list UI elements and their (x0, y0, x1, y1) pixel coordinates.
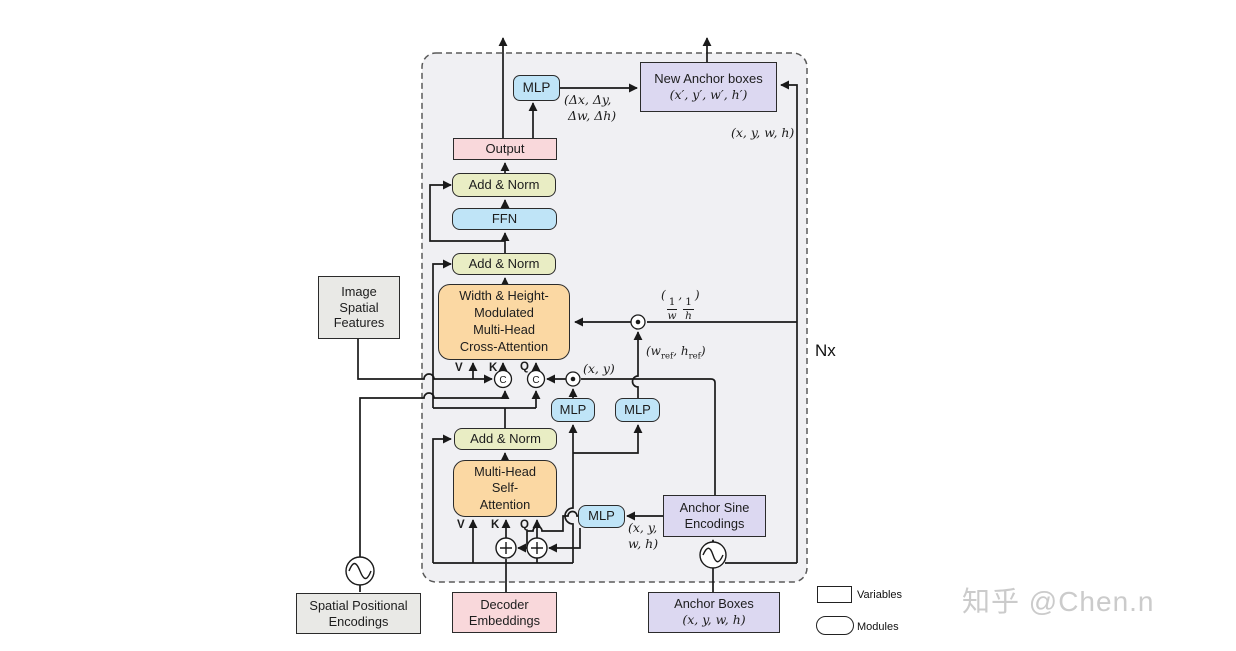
svg-text:C: C (532, 375, 539, 386)
legend-modules-swatch (816, 616, 854, 635)
mlp-top-box: MLP (513, 75, 560, 101)
nx-label: Nx (815, 341, 836, 360)
wref-href-label: (wref, href) (646, 344, 706, 362)
anchor-boxes-box: Anchor Boxes (x, y, w, h) (648, 592, 780, 633)
add-icon (495, 537, 548, 559)
add-norm-ffn-box: Add & Norm (452, 173, 556, 197)
k-label-cross: K (489, 362, 498, 374)
new-anchor-line2: (x′, y′, w′, h′) (669, 87, 748, 102)
add-norm-cross-box: Add & Norm (452, 253, 556, 275)
sine-icon (345, 541, 727, 586)
legend-variables-label: Variables (857, 589, 903, 601)
xy-label: (x, y) (583, 361, 615, 376)
svg-text:C: C (499, 375, 506, 386)
new-anchor-boxes-box: New Anchor boxes (x′, y′, w′, h′) (640, 62, 777, 112)
q-label-self: Q (520, 519, 529, 531)
concat-icon: C C (493, 369, 546, 389)
v-label-self: V (457, 519, 465, 531)
mlp-anchor-box: MLP (578, 505, 625, 528)
add-norm-self-box: Add & Norm (454, 428, 557, 450)
watermark: 知乎 @Chen.n (962, 586, 1155, 617)
output-box: Output (453, 138, 557, 160)
mlp-wh-box: MLP (615, 398, 660, 422)
image-spatial-features-box: Image Spatial Features (318, 276, 400, 339)
v-label-cross: V (455, 362, 463, 374)
self-attention-box: Multi-Head Self- Attention (453, 460, 557, 517)
decoder-embeddings-box: Decoder Embeddings (452, 592, 557, 633)
legend-variables-swatch (817, 586, 852, 603)
mlp-xy-box: MLP (551, 398, 595, 422)
legend-modules-label: Modules (857, 621, 899, 633)
connectors (357, 37, 798, 592)
multiply-icon (565, 314, 646, 387)
spatial-positional-encodings-box: Spatial Positional Encodings (296, 593, 421, 634)
xywh-mlp-label: (x, y, w, h) (628, 520, 659, 552)
cross-attention-box: Width & Height- Modulated Multi-Head Cro… (438, 284, 570, 360)
new-anchor-line1: New Anchor boxes (654, 70, 763, 86)
k-label-self: K (491, 519, 500, 531)
anchor-sine-encodings-box: Anchor Sine Encodings (663, 495, 766, 537)
delta-label: (Δx, Δy, Δw, Δh) (564, 92, 617, 124)
q-label-cross: Q (520, 361, 529, 373)
xywh-feedback-label: (x, y, w, h) (731, 125, 795, 140)
ffn-box: FFN (452, 208, 557, 230)
